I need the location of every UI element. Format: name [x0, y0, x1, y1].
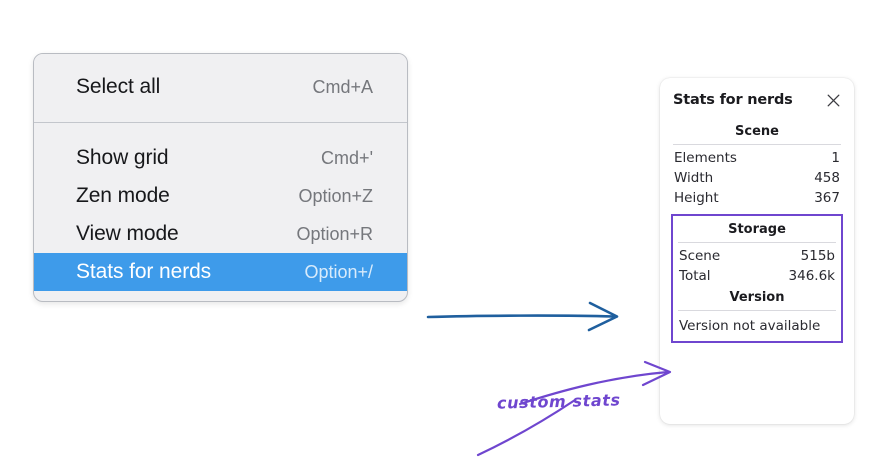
- menu-item-view-mode[interactable]: View mode Option+R: [34, 215, 407, 253]
- menu-group-main: Show grid Cmd+' Zen mode Option+Z View m…: [34, 123, 407, 291]
- menu-item-label: Stats for nerds: [76, 260, 212, 283]
- menu-item-select-all[interactable]: Select all Cmd+A: [34, 68, 407, 106]
- storage-heading: Storage: [728, 222, 786, 237]
- menu-item-label: View mode: [76, 222, 179, 245]
- blue-arrow-annotation: [426, 301, 619, 332]
- menu-item-shortcut: Cmd+': [321, 147, 373, 168]
- menu-item-shortcut: Option+Z: [298, 185, 373, 206]
- custom-stats-highlight-box: Storage Scene 515b Total 346.6k Version …: [671, 214, 843, 343]
- stats-section-storage: Storage Scene 515b Total 346.6k: [676, 218, 838, 286]
- row-value: 458: [814, 170, 840, 186]
- stats-panel-header: Stats for nerds: [671, 91, 843, 109]
- row-key: Elements: [674, 150, 737, 166]
- menu-item-label: Show grid: [76, 146, 169, 169]
- row-key: Scene: [679, 248, 721, 264]
- menu-item-shortcut: Option+/: [304, 261, 373, 282]
- row-value: 367: [814, 190, 840, 206]
- menu-item-label: Zen mode: [76, 184, 170, 207]
- menu-item-shortcut: Cmd+A: [312, 76, 373, 97]
- stats-section-version: Version Version not available: [676, 286, 838, 336]
- stats-section-scene: Scene Elements 1 Width 458 Height 367: [671, 121, 843, 208]
- stats-panel-title: Stats for nerds: [673, 92, 793, 108]
- menu-item-label: Select all: [76, 75, 161, 98]
- row-value: 1: [831, 150, 840, 166]
- row-key: Total: [679, 268, 711, 284]
- menu-item-stats-for-nerds[interactable]: Stats for nerds Option+/: [34, 253, 407, 291]
- version-text: Version not available: [679, 318, 821, 334]
- row-value: 515b: [800, 248, 835, 264]
- stats-row-elements: Elements 1: [671, 148, 843, 168]
- stats-row-height: Height 367: [671, 188, 843, 208]
- row-key: Height: [674, 190, 719, 206]
- row-value: 346.6k: [788, 268, 835, 284]
- menu-item-show-grid[interactable]: Show grid Cmd+': [34, 139, 407, 177]
- menu-item-shortcut: Option+R: [296, 223, 373, 244]
- stats-row-storage-total: Total 346.6k: [676, 266, 838, 286]
- custom-stats-annotation-label: custom stats: [496, 390, 621, 413]
- row-key: Width: [674, 170, 714, 186]
- scene-heading: Scene: [735, 124, 779, 139]
- menu-group-top: Select all Cmd+A: [34, 54, 407, 122]
- divider: [673, 144, 841, 145]
- stats-for-nerds-panel: Stats for nerds Scene Elements 1 Width 4…: [660, 78, 854, 424]
- divider: [678, 310, 836, 311]
- close-icon[interactable]: [824, 91, 842, 109]
- version-heading: Version: [729, 290, 785, 305]
- canvas-context-menu[interactable]: Select all Cmd+A Show grid Cmd+' Zen mod…: [33, 53, 408, 302]
- menu-item-zen-mode[interactable]: Zen mode Option+Z: [34, 177, 407, 215]
- stats-row-storage-scene: Scene 515b: [676, 246, 838, 266]
- stats-row-width: Width 458: [671, 168, 843, 188]
- menu-separator: [34, 122, 407, 123]
- divider: [678, 242, 836, 243]
